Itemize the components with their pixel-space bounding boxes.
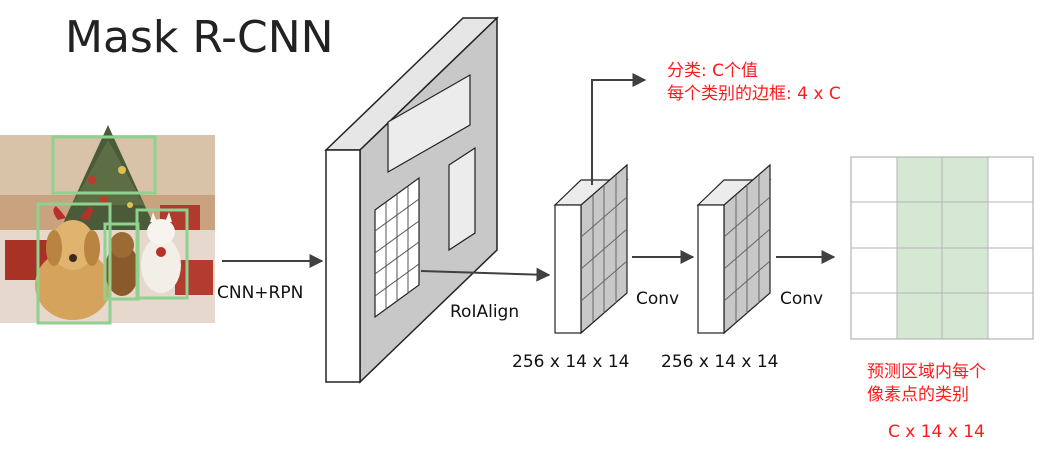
gift-boxes [5,205,213,295]
detection-box-dog [36,202,112,325]
feature-map-block [324,16,499,384]
dim-label-2: 256 x 14 x 14 [661,352,778,372]
detection-box-tree [51,135,157,195]
roi-grid [374,176,420,319]
input-image [0,125,215,325]
arrow-classification [591,73,647,185]
dim-label-1: 256 x 14 x 14 [512,352,629,372]
mask-output-grid [850,156,1034,340]
feature-cube-2 [696,163,772,335]
golden-retriever [35,206,111,320]
bbox-label: 每个类别的边框: 4 x C [667,84,841,104]
brown-puppy [105,232,139,296]
conv-label-2: Conv [780,289,823,309]
diagram-title: Mask R-CNN [65,12,334,63]
roi-align-label: RoIAlign [450,302,519,322]
conv-label-1: Conv [636,289,679,309]
cnn-rpn-label: CNN+RPN [217,283,303,303]
classification-label: 分类: C个值 [667,61,758,81]
mask-label-line1: 预测区域内每个 [867,362,986,382]
white-cat [141,212,181,293]
detection-box-cat [135,208,189,300]
region-proposal-right [448,146,476,252]
arrow-roi-align [420,267,551,282]
mask-label-line2: 像素点的类别 [867,385,969,405]
feature-cube-1 [553,163,629,335]
mask-dim-label: C x 14 x 14 [888,422,985,442]
region-proposal-top [387,73,471,174]
